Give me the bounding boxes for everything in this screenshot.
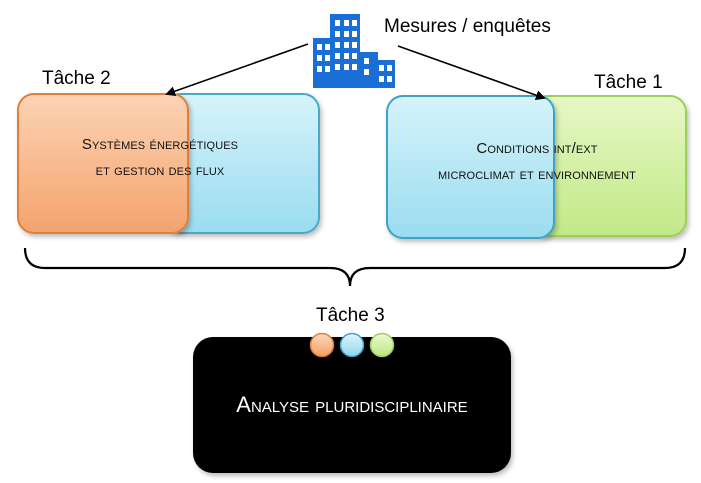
task2-text: Systèmes énergétiques et gestion des flu… — [40, 132, 280, 184]
bracket — [23, 247, 687, 287]
green-dot — [369, 332, 395, 358]
blue-dot — [339, 332, 365, 358]
task1-text: Conditions int/ext microclimat et enviro… — [392, 136, 682, 188]
building-icon — [313, 14, 395, 88]
task1-label: Tâche 1 — [594, 72, 663, 93]
task1-line2: microclimat et environnement — [438, 166, 636, 183]
measures-label: Mesures / enquêtes — [384, 16, 551, 37]
task2-line2: et gestion des flux — [95, 162, 225, 179]
analysis-label: Analyse pluridisciplinaire — [236, 392, 468, 417]
arrow-to-task1 — [397, 45, 546, 101]
task3-label: Tâche 3 — [316, 305, 385, 326]
task1-line1: Conditions int/ext — [476, 140, 598, 157]
task2-line1: Systèmes énergétiques — [81, 136, 239, 153]
analysis-box — [193, 337, 511, 473]
orange-dot — [309, 332, 335, 358]
task2-label: Tâche 2 — [42, 68, 111, 89]
arrow-to-task2 — [165, 43, 309, 97]
task1-blue-box — [386, 95, 555, 239]
task2-orange-box — [17, 93, 189, 234]
